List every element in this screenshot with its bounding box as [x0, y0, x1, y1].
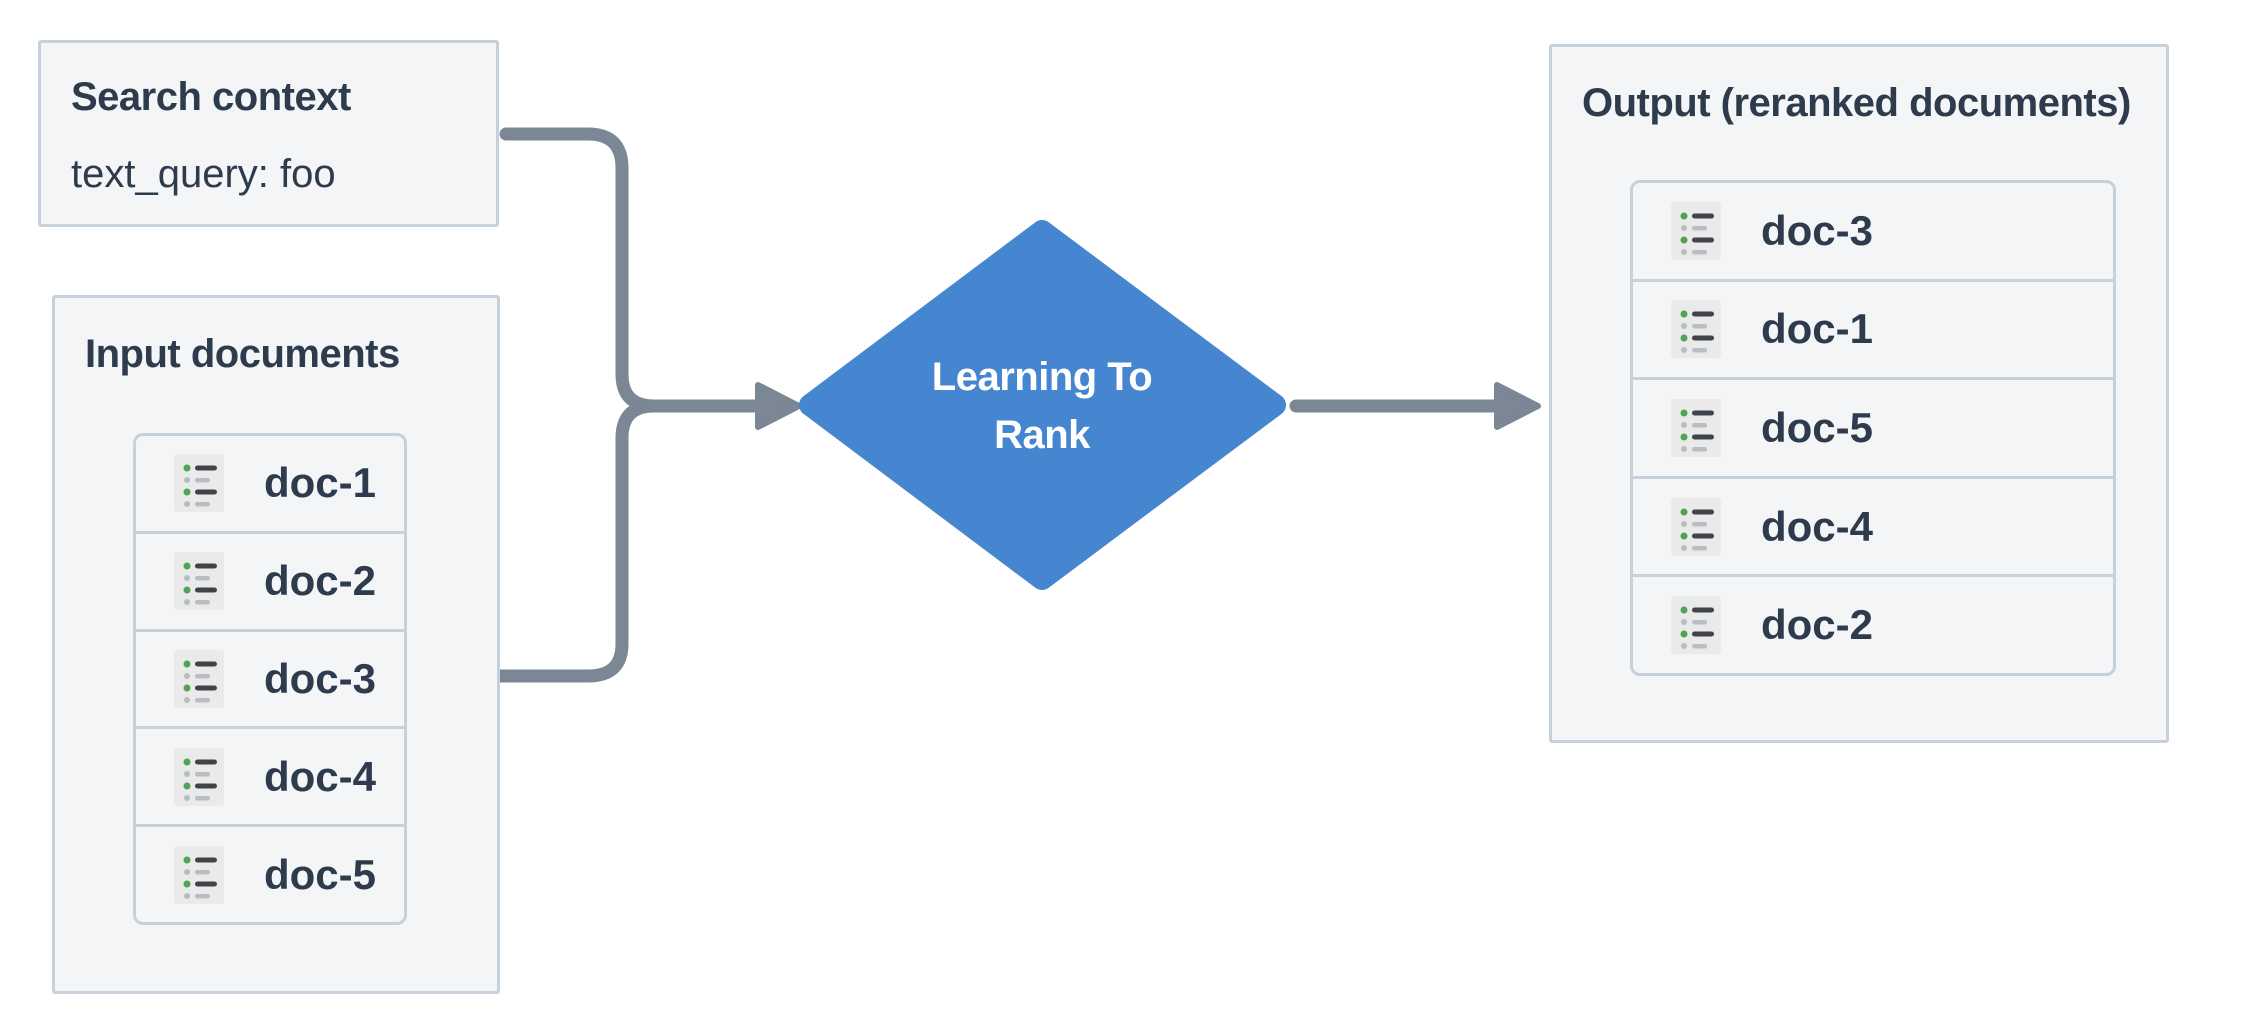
output-doc-row: doc-2	[1633, 577, 2113, 673]
connector-search-to-junction	[499, 127, 661, 413]
document-list-icon	[1671, 399, 1721, 457]
input-doc-row: doc-4	[136, 729, 404, 828]
document-list-icon	[174, 846, 224, 904]
input-doc-row: doc-3	[136, 632, 404, 730]
search-context-panel: Search context text_query: foo	[38, 40, 499, 227]
arrowhead-into-diamond-icon	[755, 382, 802, 430]
output-doc-row: doc-5	[1633, 380, 2113, 479]
output-doc-row: doc-3	[1633, 183, 2113, 282]
doc-label: doc-3	[264, 654, 377, 702]
output-documents-panel: Output (reranked documents) doc-3 doc-1 …	[1549, 44, 2169, 743]
process-diamond-label: Learning To Rank	[842, 348, 1242, 464]
input-doc-row: doc-5	[136, 827, 404, 922]
input-documents-panel: Input documents doc-1 doc-2 doc-3 doc-4 …	[52, 295, 500, 994]
output-doc-list: doc-3 doc-1 doc-5 doc-4 doc-2	[1630, 180, 2116, 676]
document-list-icon	[1671, 498, 1721, 556]
input-doc-row: doc-2	[136, 534, 404, 632]
document-list-icon	[174, 552, 224, 610]
doc-label: doc-1	[264, 459, 377, 507]
doc-label: doc-3	[1761, 206, 1874, 254]
document-list-icon	[174, 748, 224, 806]
process-label-line2: Rank	[994, 413, 1090, 457]
output-doc-row: doc-1	[1633, 282, 2113, 381]
output-documents-title: Output (reranked documents)	[1582, 81, 2131, 125]
doc-label: doc-4	[1761, 502, 1874, 550]
input-doc-list: doc-1 doc-2 doc-3 doc-4 doc-5	[133, 433, 407, 925]
output-doc-row: doc-4	[1633, 479, 2113, 578]
doc-label: doc-2	[1761, 601, 1874, 649]
doc-label: doc-4	[264, 752, 377, 800]
doc-label: doc-5	[264, 850, 377, 898]
document-list-icon	[1671, 596, 1721, 654]
search-context-title: Search context	[71, 75, 351, 119]
arrowhead-into-output-icon	[1494, 382, 1541, 430]
doc-label: doc-5	[1761, 403, 1874, 451]
input-documents-title: Input documents	[85, 332, 400, 376]
document-list-icon	[1671, 300, 1721, 358]
document-list-icon	[1671, 202, 1721, 260]
connector-docs-to-junction	[493, 399, 661, 683]
doc-label: doc-2	[264, 557, 377, 605]
document-list-icon	[174, 650, 224, 708]
search-query-text: text_query: foo	[71, 152, 336, 196]
doc-label: doc-1	[1761, 305, 1874, 353]
document-list-icon	[174, 454, 224, 512]
process-label-line1: Learning To	[931, 355, 1153, 399]
input-doc-row: doc-1	[136, 436, 404, 534]
